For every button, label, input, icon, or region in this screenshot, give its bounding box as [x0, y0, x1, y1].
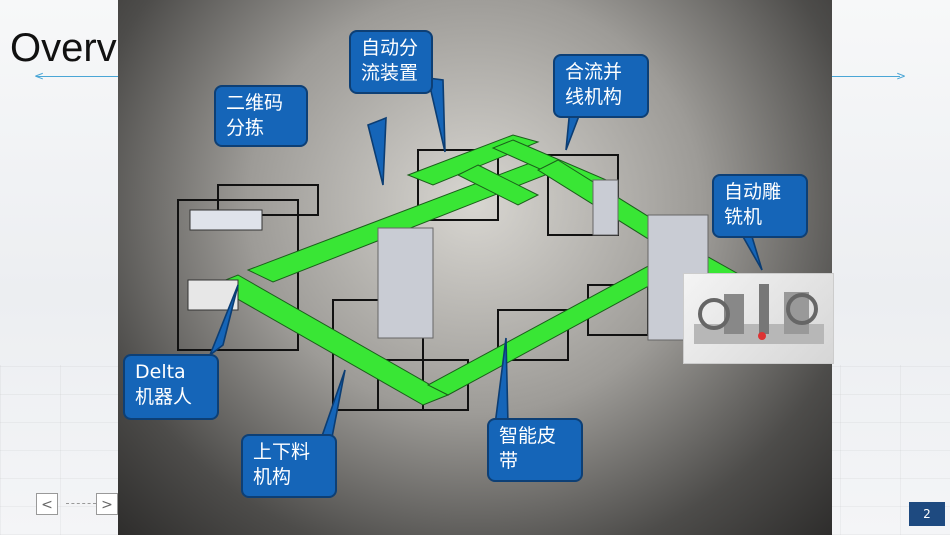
title-rule-left — [36, 76, 120, 77]
arrow-left-icon: < — [34, 69, 45, 83]
electrical-cabinet — [377, 227, 434, 339]
conveyor-belts — [211, 134, 760, 406]
prev-slide-button[interactable]: < — [36, 493, 58, 515]
callout-qr-sort: 二维码 分拣 — [214, 85, 308, 147]
callout-smart-belt: 智能皮 带 — [487, 418, 583, 482]
page-number-badge: 2 — [909, 502, 945, 526]
electrical-cabinet — [592, 179, 619, 236]
arrow-right-icon: > — [896, 69, 907, 83]
carving-machine-illustration — [694, 284, 824, 344]
conveyor-segment — [456, 164, 540, 206]
callout-delta-robot: Delta 机器人 — [123, 354, 219, 420]
carving-machine-inset — [683, 273, 834, 364]
conveyor-layout-illustration — [177, 77, 763, 464]
next-slide-button[interactable]: > — [96, 493, 118, 515]
callout-merge: 合流并 线机构 — [553, 54, 649, 118]
callout-carving: 自动雕 铣机 — [712, 174, 808, 238]
callout-pointers — [208, 77, 763, 464]
nav-divider — [66, 503, 96, 504]
delta-robot-cell — [177, 199, 299, 351]
callout-auto-divert: 自动分 流装置 — [349, 30, 433, 94]
callout-loader: 上下料 机构 — [241, 434, 337, 498]
title-rule-right — [832, 76, 900, 77]
